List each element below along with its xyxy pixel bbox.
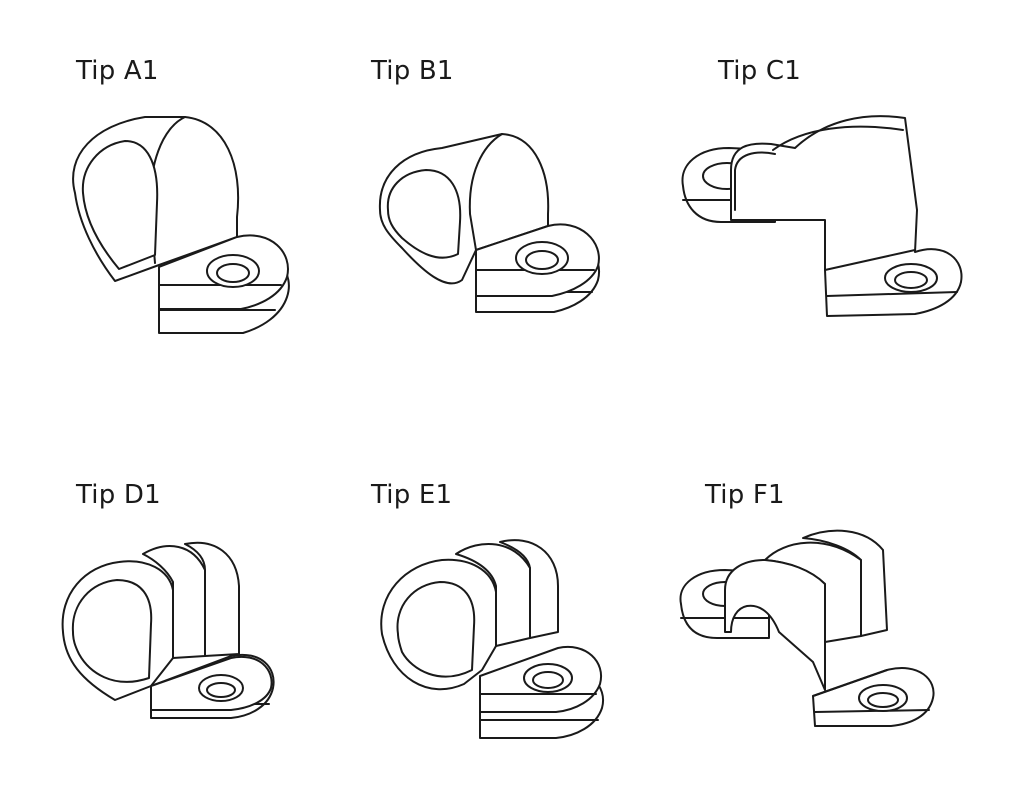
label-tip-b1: Tip B1 bbox=[371, 56, 454, 86]
clamp-illustration-f1 bbox=[679, 529, 935, 727]
label-tip-f1: Tip F1 bbox=[705, 480, 785, 510]
label-tip-d1: Tip D1 bbox=[76, 480, 161, 510]
clamp-illustration-d1 bbox=[61, 541, 275, 719]
label-tip-c1: Tip C1 bbox=[718, 56, 801, 86]
clamp-illustration-b1 bbox=[378, 133, 601, 313]
label-tip-e1: Tip E1 bbox=[371, 480, 453, 510]
clamp-illustration-a1 bbox=[72, 116, 290, 334]
clamp-illustration-e1 bbox=[380, 539, 605, 739]
label-tip-a1: Tip A1 bbox=[76, 56, 159, 86]
clamp-illustration-c1 bbox=[681, 115, 963, 317]
